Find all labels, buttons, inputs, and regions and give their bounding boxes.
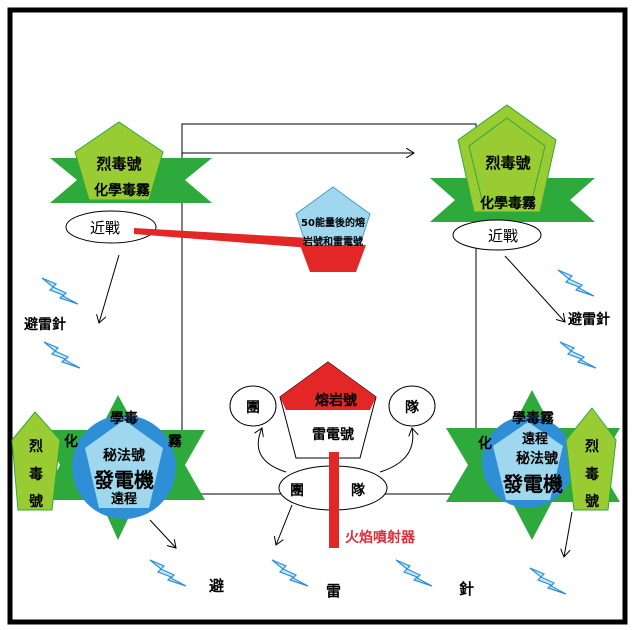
bottom-left-arrow — [149, 519, 176, 548]
top-left-pentagon — [74, 121, 164, 201]
team-oval-left-label: 團 — [290, 482, 304, 499]
bottom-left-small-label-1: 烈 — [29, 439, 43, 455]
center-top-pentagon-red-base — [300, 245, 366, 272]
top-left-melee-oval — [65, 210, 157, 244]
center-top-group: 50能量後的熔 岩號和雷電號 — [134, 186, 371, 272]
top-left-lightning-rod-label: 避雷針 — [24, 316, 66, 333]
bottom-right-circle-line3: 發電機 — [502, 472, 563, 496]
center-top-pentagon-line1: 50能量後的熔 — [301, 216, 366, 229]
lightning-bolt-icon — [43, 341, 81, 369]
top-left-group: 烈毒號 化學毒霧 近戰 避雷針 — [24, 121, 212, 369]
top-right-pentagon-outer — [457, 104, 557, 213]
bottom-right-star-label-1: 學毒霧 — [512, 410, 555, 427]
flame-thrower-label: 火焰噴射器 — [345, 529, 416, 546]
bottom-left-inner-pentagon — [85, 420, 163, 508]
center-bottom-pentagon-red-top — [280, 362, 376, 410]
bottom-char-1: 避 — [209, 577, 224, 595]
center-bottom-pentagon-bottom-label: 雷電號 — [312, 426, 354, 443]
bottom-left-small-label-3: 號 — [29, 493, 43, 510]
center-bottom-group: 熔岩號 雷電號 團 隊 團 隊 火焰噴射器 — [229, 361, 436, 548]
bottom-row-group: 避 雷 針 — [209, 559, 474, 600]
flame-thrower-bar — [329, 452, 339, 548]
bottom-right-small-label-2: 毒 — [585, 466, 599, 483]
red-connector-bar — [134, 228, 310, 248]
team-down-arrow — [276, 504, 293, 545]
bottom-left-circle-line3: 遠程 — [111, 491, 137, 507]
bottom-right-circle-line2: 秘法號 — [516, 450, 558, 467]
bottom-right-group: 烈 毒 號 學毒霧 化 遠程 秘法號 發電機 — [446, 390, 620, 595]
bottom-char-3: 針 — [459, 580, 474, 598]
top-left-banner-label: 化學毒霧 — [94, 182, 151, 199]
center-top-pentagon-line2: 岩號和雷電號 — [302, 235, 363, 248]
top-right-group: 烈毒號 化學毒霧 近戰 避雷針 — [430, 104, 610, 369]
top-left-arrow — [99, 254, 120, 323]
lightning-bolt-icon — [149, 559, 187, 587]
top-right-pentagon-inner — [468, 117, 546, 201]
center-bottom-pentagon-top-label: 熔岩號 — [315, 392, 357, 409]
bottom-left-star-label-1: 學毒 — [110, 410, 138, 427]
lightning-bolt-icon — [271, 559, 309, 587]
bottom-right-circle-line1: 遠程 — [522, 431, 548, 447]
top-right-lightning-rod-label: 避雷針 — [568, 311, 610, 328]
bottom-right-small-label-3: 號 — [585, 493, 599, 510]
lightning-bolt-icon — [41, 277, 79, 305]
top-right-pentagon-label: 烈毒號 — [485, 154, 530, 172]
team-oval-right-label: 隊 — [351, 482, 366, 499]
team-left-circle-label: 團 — [246, 399, 260, 416]
bottom-left-circle-line1: 秘法號 — [103, 447, 145, 464]
lightning-bolt-icon — [395, 559, 433, 587]
top-left-pentagon-label: 烈毒號 — [96, 155, 141, 173]
bottom-right-small-label-1: 烈 — [585, 439, 599, 455]
team-right-circle-label: 隊 — [405, 399, 420, 416]
bottom-left-group: 烈 毒 號 學毒 化 霧 秘法號 發電機 遠程 — [11, 395, 205, 587]
bottom-left-small-label-2: 毒 — [29, 466, 43, 483]
bottom-right-inner-pentagon — [493, 422, 563, 500]
top-right-arrow — [504, 255, 565, 322]
team-left-curve-arrow — [258, 428, 287, 473]
lightning-bolt-icon — [529, 567, 567, 595]
team-right-curve-arrow — [379, 428, 413, 473]
bottom-left-circle-line2: 發電機 — [93, 468, 154, 492]
top-left-melee-label: 近戰 — [90, 219, 120, 237]
bottom-left-small-pentagon — [11, 411, 61, 511]
lightning-bolt-icon — [559, 341, 597, 369]
lightning-bolt-icon — [557, 269, 595, 297]
bottom-right-star-label-2: 化 — [478, 435, 492, 452]
bottom-char-2: 雷 — [326, 582, 341, 600]
top-right-melee-label: 近戰 — [488, 227, 518, 245]
top-right-banner-label: 化學毒霧 — [480, 195, 537, 212]
team-left-circle — [229, 385, 277, 427]
top-right-melee-oval — [452, 219, 542, 251]
outer-frame — [7, 7, 628, 625]
bottom-left-star-label-2: 化 — [64, 433, 78, 450]
bottom-right-small-pentagon — [565, 407, 617, 511]
bottom-left-star-label-3: 霧 — [168, 434, 183, 450]
bottom-right-arrow — [564, 511, 573, 557]
team-right-circle — [388, 385, 436, 427]
